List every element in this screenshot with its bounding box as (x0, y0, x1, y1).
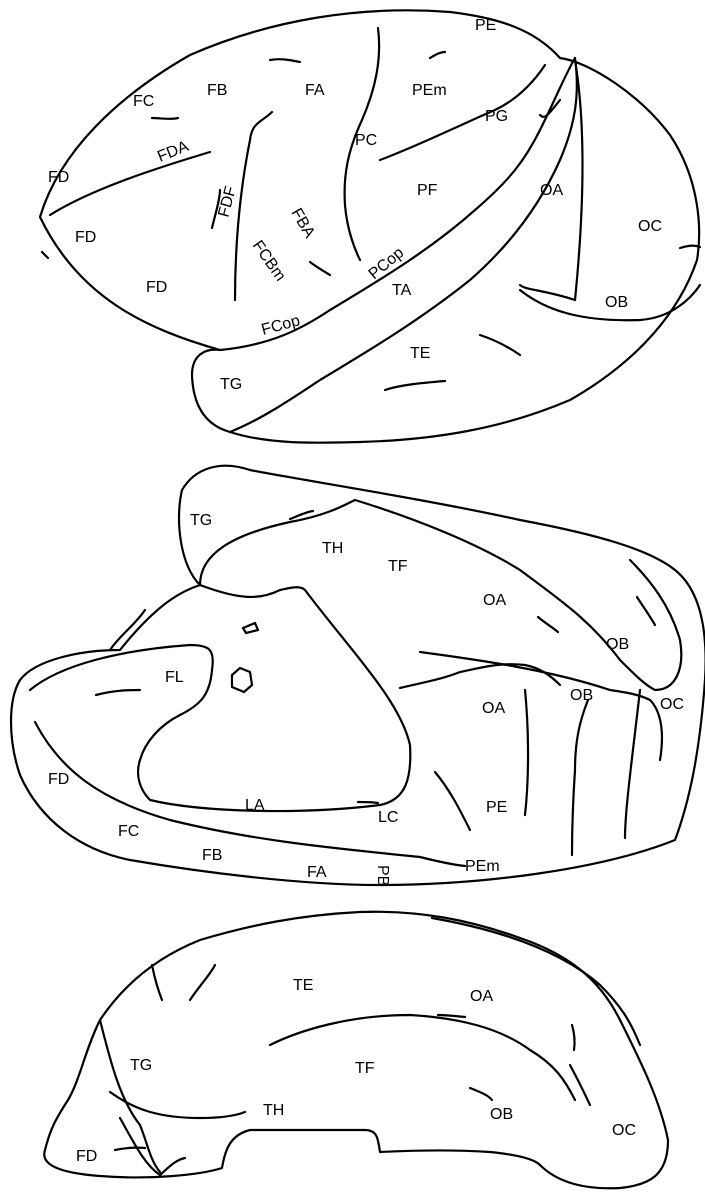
upper-left-dash (110, 610, 145, 650)
rhinal-sulcus (110, 1092, 245, 1118)
label-oa: OA (540, 182, 563, 199)
ob-dash-v (470, 1088, 492, 1100)
lc-dash (358, 802, 378, 803)
label-pb-medial: PB (374, 865, 391, 886)
fl-dash (96, 690, 140, 695)
lateral-outline (40, 10, 699, 442)
ots-sulcus (270, 1015, 575, 1100)
label-fba: FBA (288, 206, 318, 242)
label-fb-medial: FB (202, 847, 222, 864)
ob-dash (637, 597, 655, 625)
label-fl-medial: FL (165, 669, 184, 686)
label-ob-ventral: OB (490, 1106, 513, 1123)
label-tg: TG (220, 376, 242, 393)
lateral-sulcus (220, 58, 575, 350)
label-fda: FDA (155, 138, 191, 166)
oc-dash-v2 (572, 1025, 575, 1050)
label-fb: FB (207, 82, 227, 99)
label-te-ventral: TE (293, 977, 313, 994)
label-pf: PF (417, 182, 438, 199)
label-th-medial: TH (322, 540, 343, 557)
label-oa-medial-1: OA (483, 592, 506, 609)
te-dash2 (385, 381, 445, 390)
small-dash (42, 252, 48, 258)
label-fd-3: FD (146, 279, 167, 296)
fba-dash (310, 262, 330, 275)
tg-left (100, 1020, 160, 1172)
label-tf-ventral: TF (355, 1060, 375, 1077)
pb-sulcus (400, 664, 560, 688)
oa-dash (538, 617, 558, 632)
label-pc: PC (355, 132, 377, 149)
label-fd-ventral: FD (76, 1148, 97, 1165)
label-th-ventral: TH (263, 1102, 284, 1119)
label-fc-medial: FC (118, 823, 139, 840)
lateral-view: PE FC FB FA PEm PG PC FDA FD FDF PF OA F… (40, 10, 700, 442)
label-tf-medial: TF (388, 558, 408, 575)
label-pe: PE (475, 17, 496, 34)
occ-inner-curve (520, 100, 575, 300)
label-fd-medial: FD (48, 771, 69, 788)
label-pcop: PCop (366, 244, 408, 283)
medial-view: TG TH TF OA OB FL OB OA OC FD LA LC PE F… (11, 466, 705, 887)
ventricle-ring (232, 668, 252, 692)
ventral-top-edge (432, 918, 640, 1045)
label-ob: OB (605, 294, 628, 311)
label-la-medial: LA (245, 797, 265, 814)
cingulate-top (355, 500, 681, 690)
label-te: TE (410, 345, 430, 362)
label-pg: PG (485, 108, 508, 125)
label-pem-medial: PEm (465, 858, 500, 875)
te-dash2 (152, 965, 162, 1000)
oa-dash-v (438, 1015, 465, 1017)
callosum-inner (30, 585, 410, 811)
label-tg-ventral: TG (130, 1057, 152, 1074)
oc-dash-v (570, 1065, 590, 1105)
label-oa-ventral: OA (470, 988, 493, 1005)
fd-edge (120, 1118, 185, 1175)
fb-dash (270, 59, 300, 62)
label-fd-1: FD (48, 169, 69, 186)
label-fd-2: FD (75, 229, 96, 246)
label-fcbm: FCBm (249, 238, 289, 285)
principal-sulcus (50, 152, 210, 215)
fd-dash (115, 1148, 145, 1150)
parieto-occipital (525, 690, 588, 855)
medial-outline (11, 466, 705, 885)
label-pe-medial: PE (486, 799, 507, 816)
label-oc-medial: OC (660, 696, 684, 713)
label-ta: TA (392, 282, 412, 299)
sts-lower (230, 58, 577, 432)
label-fcop: FCop (260, 312, 302, 339)
label-oa-medial-2: OA (482, 700, 505, 717)
ventricle-small (243, 623, 258, 633)
label-oc-ventral: OC (612, 1122, 636, 1139)
label-fa: FA (305, 82, 325, 99)
ventral-view: TE OA TG TF TH OB OC FD (44, 912, 668, 1189)
te-dash (190, 965, 215, 1000)
pe-sulcus-medial (435, 772, 470, 830)
fc-dash (152, 118, 178, 119)
label-ob-medial-1: OB (606, 636, 629, 653)
occ-dash (680, 246, 700, 248)
te-dash1 (480, 335, 520, 355)
label-lc-medial: LC (378, 809, 398, 826)
label-oc: OC (638, 218, 662, 235)
label-fa-medial: FA (307, 864, 327, 881)
label-fc: FC (133, 93, 154, 110)
label-pem: PEm (412, 82, 447, 99)
calcarine (420, 652, 662, 838)
label-tg-medial: TG (190, 512, 212, 529)
pe-sulcus (430, 52, 445, 58)
ips (380, 65, 545, 160)
label-ob-medial-2: OB (570, 687, 593, 704)
